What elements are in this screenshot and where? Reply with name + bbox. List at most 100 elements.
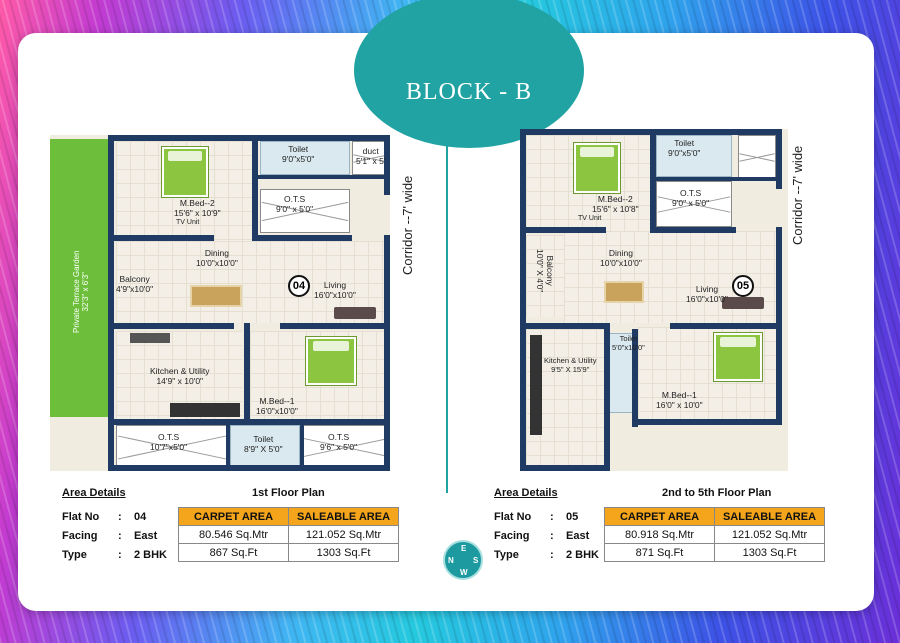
terrace-garden — [50, 139, 108, 417]
flat-no-value: 05 — [566, 510, 579, 523]
corridor-label-right: Corridor --7' wide — [790, 145, 805, 245]
ots — [656, 181, 732, 227]
wall — [114, 419, 390, 425]
toilet-bottom — [230, 425, 300, 469]
sofa — [334, 307, 376, 319]
wall — [300, 425, 304, 465]
bed-mbed2 — [162, 147, 208, 197]
wall — [526, 323, 606, 329]
room-balcony — [116, 241, 156, 321]
dining-table — [604, 281, 644, 303]
carpet-area-mtr: 80.918 Sq.Mtr — [604, 525, 715, 544]
type-value: 2 BHK — [134, 548, 168, 561]
saleable-area-ft: 1303 Sq.Ft — [714, 543, 825, 562]
sofa — [722, 297, 764, 309]
wall — [670, 323, 780, 329]
wall — [632, 329, 638, 427]
wall — [252, 235, 352, 241]
content-card: BLOCK - B Private Terrace Garden 32'3" x… — [18, 0, 874, 611]
wall — [520, 129, 526, 471]
wall — [650, 177, 780, 181]
kitchen-counter — [530, 335, 542, 435]
wall — [244, 323, 250, 425]
flat-no-label: Flat No — [494, 510, 532, 523]
wall — [384, 235, 390, 471]
facing-value: East — [566, 529, 590, 542]
dining-table — [190, 285, 242, 307]
wall — [114, 323, 234, 329]
area-colon-left: ::: — [118, 510, 122, 561]
wall — [520, 465, 610, 471]
room-balcony — [526, 235, 564, 317]
wall — [650, 227, 736, 233]
carpet-area-header: CARPET AREA — [178, 507, 289, 526]
facing-label: Facing — [494, 529, 530, 542]
area-details-title-left: Area Details — [62, 487, 126, 499]
toilet-top — [656, 135, 732, 177]
toilet-top — [260, 141, 350, 175]
bed-mbed1 — [714, 333, 762, 381]
plan-title-right: 2nd to 5th Floor Plan — [662, 487, 772, 499]
area-colon-right: ::: — [550, 510, 554, 561]
wall — [252, 135, 258, 241]
ots-bottom-right — [302, 425, 390, 469]
kitchen-sink — [130, 333, 170, 343]
saleable-area-header: SALEABLE AREA — [714, 507, 825, 526]
facing-label: Facing — [62, 529, 98, 542]
wall — [226, 425, 230, 465]
carpet-area-header: CARPET AREA — [604, 507, 715, 526]
wall — [776, 129, 782, 189]
bed-mbed2 — [574, 143, 620, 193]
wall — [108, 465, 390, 471]
area-kv-right: Flat No Facing Type — [494, 507, 531, 564]
flat-no-value: 04 — [134, 510, 147, 523]
kitchen-counter — [170, 403, 240, 417]
block-title: BLOCK - B — [405, 79, 533, 105]
ots-bottom-left — [116, 425, 228, 469]
wall — [526, 227, 606, 233]
floor-plan-04: Private Terrace Garden 32'3" x 6'3" — [50, 135, 390, 471]
area-kv-left: Flat No Facing Type — [62, 507, 99, 564]
wall — [604, 323, 610, 471]
tv-unit-label: TV Unit — [578, 215, 602, 222]
center-divider — [446, 123, 448, 493]
plan-title-left: 1st Floor Plan — [252, 487, 325, 499]
flat-badge-04: 04 — [288, 275, 310, 297]
saleable-area-mtr: 121.052 Sq.Mtr — [714, 525, 825, 544]
carpet-area-mtr: 80.546 Sq.Mtr — [178, 525, 289, 544]
area-values-right: 05 East 2 BHK — [566, 507, 599, 564]
saleable-area-header: SALEABLE AREA — [288, 507, 399, 526]
wall — [108, 135, 114, 471]
wall — [114, 235, 214, 241]
bed-mbed1 — [306, 337, 356, 385]
facing-value: East — [134, 529, 158, 542]
block-header: BLOCK - B — [354, 0, 584, 148]
wall — [108, 135, 390, 141]
carpet-area-ft: 867 Sq.Ft — [178, 543, 289, 562]
corridor-label-left: Corridor --7' wide — [400, 175, 415, 275]
type-value: 2 BHK — [566, 548, 600, 561]
carpet-area-ft: 871 Sq.Ft — [604, 543, 715, 562]
duct — [352, 141, 390, 175]
room-mbed1 — [250, 331, 390, 425]
wall — [384, 135, 390, 195]
